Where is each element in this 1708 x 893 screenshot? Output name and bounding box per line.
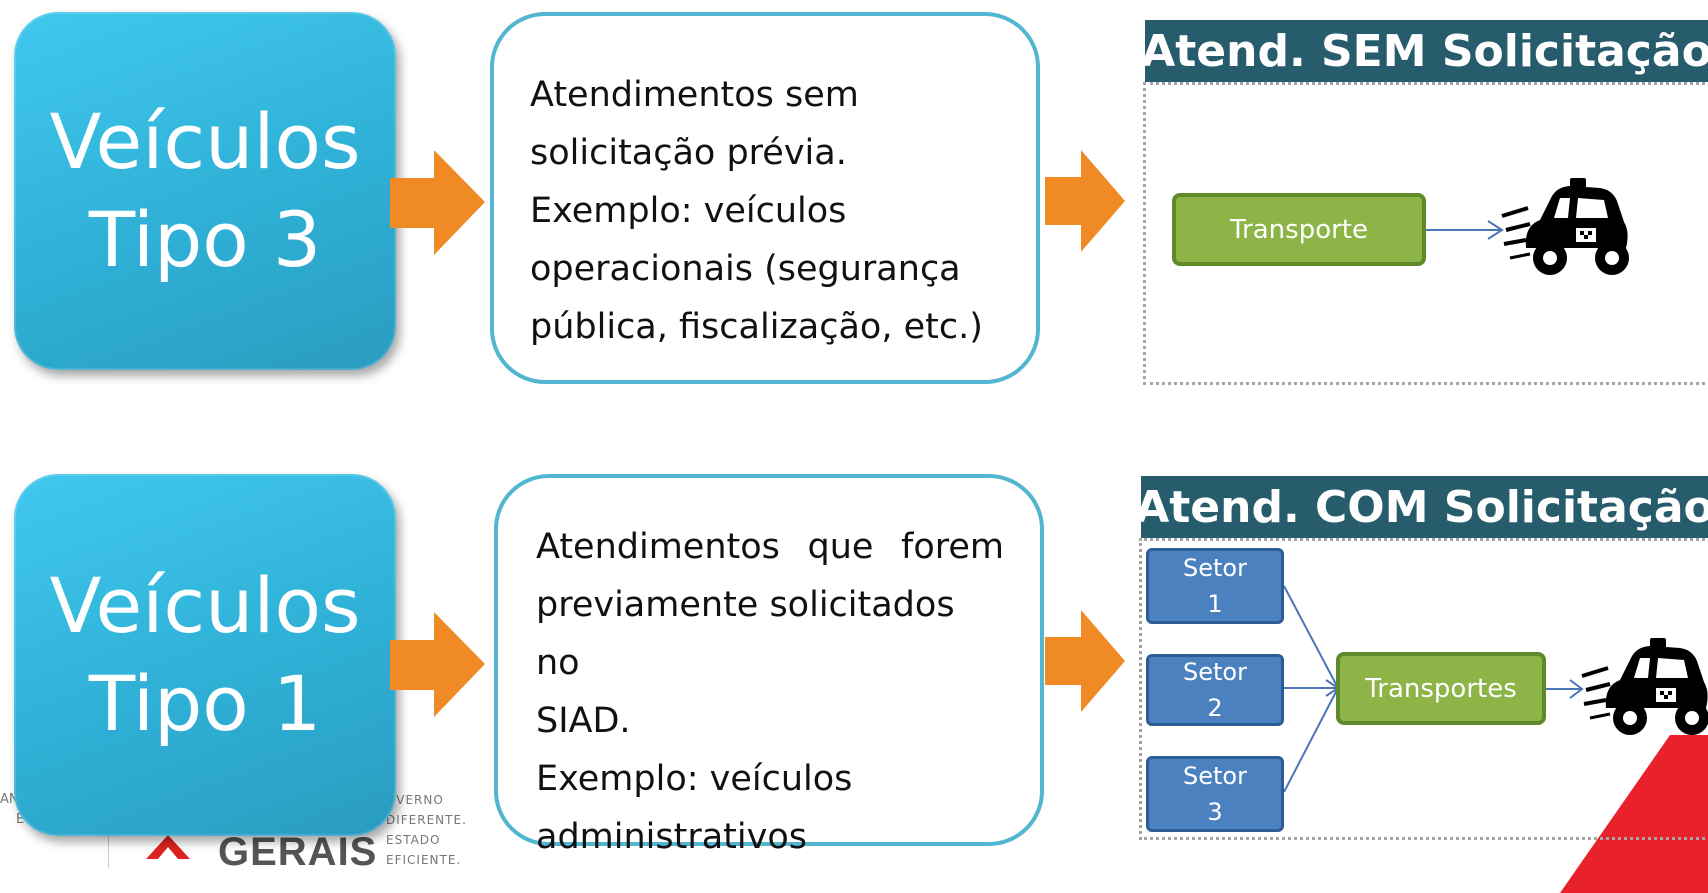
description-line: operacionais (segurança: [530, 249, 961, 289]
sector-connectors: [1284, 585, 1340, 793]
sector-label: Setor: [1183, 658, 1247, 686]
description-line: administrativos: [536, 817, 807, 857]
arrow-right-icon: [1045, 150, 1125, 252]
sector-number: 3: [1207, 798, 1223, 826]
sector-label: Setor: [1183, 762, 1247, 790]
sector-number: 2: [1207, 694, 1223, 722]
vehicle-type-3-tile: Veículos Tipo 3: [14, 12, 396, 370]
description-box-with-request: Atendimentos que forem previamente solic…: [494, 474, 1044, 857]
description-line: solicitação prévia.: [530, 133, 847, 173]
connector-arrow: [1426, 220, 1504, 240]
sector-number: 1: [1207, 590, 1223, 618]
sector-node-2: Setor 2: [1146, 654, 1284, 726]
arrow-right-icon: [390, 150, 485, 255]
connector-arrow: [1546, 679, 1584, 699]
car-icon: [1501, 178, 1629, 275]
footer-brand: GERAIS: [218, 830, 378, 874]
description-line: pública, fiscalização, etc.): [530, 307, 983, 347]
description-line: Exemplo: veículos: [530, 191, 847, 231]
description-box-no-request: Atendimentos sem solicitação prévia. Exe…: [490, 12, 1040, 384]
description-line: previamente solicitados no: [536, 585, 955, 683]
description-line: SIAD.: [536, 701, 631, 741]
footer-logo-mark-icon: [146, 835, 190, 859]
panel-title-no-request: Atend. SEM Solicitação: [1141, 20, 1708, 82]
footer-slogan: OVERNO DIFERENTE. ESTADO EFICIENTE.: [386, 790, 467, 870]
description-line: Atendimentos sem: [530, 75, 859, 115]
tile-title-line-1: Veículos: [49, 97, 361, 186]
slogan-line-1: OVERNO: [386, 793, 444, 807]
panel-no-request: [1143, 82, 1708, 385]
slogan-line-4: EFICIENTE.: [386, 853, 462, 867]
footer-divider: [108, 810, 109, 868]
panel-with-request: [1139, 538, 1708, 840]
car-icon: [1581, 638, 1708, 735]
tile-title-line-1: Veículos: [49, 561, 361, 650]
sector-node-3: Setor 3: [1146, 756, 1284, 832]
tile-title-line-2: Tipo 1: [88, 659, 322, 748]
tile-title-line-2: Tipo 3: [88, 195, 322, 284]
slogan-line-2: DIFERENTE.: [386, 813, 467, 827]
red-accent-shape: [1560, 735, 1708, 893]
sector-node-1: Setor 1: [1146, 548, 1284, 624]
arrow-right-icon: [1045, 610, 1125, 712]
description-line: Exemplo: veículos: [536, 759, 853, 799]
footer-logo: ANEJA E GESTÃO GERAIS OVERNO DIFERENTE. …: [0, 790, 470, 890]
arrow-right-icon: [390, 612, 485, 717]
description-line: Atendimentos que forem: [536, 527, 1004, 567]
vehicle-type-1-tile: Veículos Tipo 1: [14, 474, 396, 836]
transports-node: Transportes: [1336, 652, 1546, 725]
sector-label: Setor: [1183, 554, 1247, 582]
slogan-line-3: ESTADO: [386, 833, 441, 847]
transport-node: Transporte: [1172, 193, 1426, 266]
panel-title-with-request: Atend. COM Solicitação: [1135, 476, 1708, 538]
